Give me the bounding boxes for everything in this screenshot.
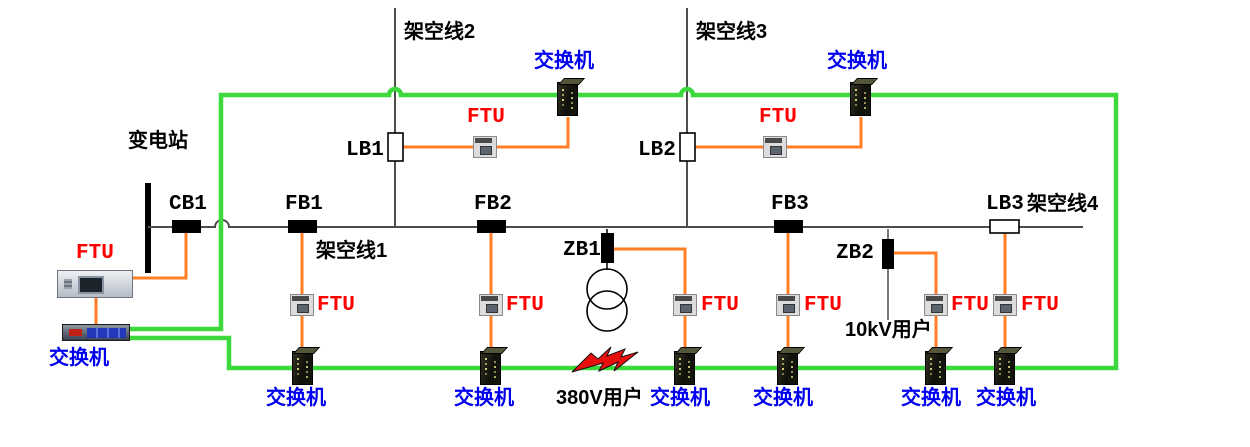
ftu-device-zb1 (673, 294, 697, 316)
label-switch-lb2: 交换机 (827, 50, 887, 72)
label-overhead-line-1: 架空线1 (316, 240, 388, 262)
breaker-fb2 (477, 220, 506, 233)
label-lb1: LB1 (346, 139, 384, 162)
switch-device-lb2 (850, 82, 871, 116)
label-substation: 变电站 (128, 130, 188, 152)
link-lb1-ftu-switch (403, 117, 570, 149)
breaker-cb1 (172, 220, 201, 233)
switch-device-fb2 (480, 351, 501, 385)
label-ftu-zb2: FTU (951, 294, 989, 317)
ftu-device-fb1 (290, 294, 314, 316)
label-ftu-lb2: FTU (759, 106, 797, 129)
breaker-fb3 (774, 220, 803, 233)
label-380v-user: 380V用户 (556, 387, 643, 409)
label-ftu-zb1: FTU (701, 294, 739, 317)
link-cb1-ftu (133, 233, 188, 280)
label-overhead-line-2: 架空线2 (404, 21, 476, 43)
label-switch-zb2: 交换机 (901, 387, 961, 409)
label-lb2: LB2 (638, 139, 676, 162)
control-links (94, 117, 1007, 347)
label-switch-fb3: 交换机 (753, 387, 813, 409)
label-switch-lb3: 交换机 (976, 387, 1036, 409)
transformer-coil-bottom (586, 290, 628, 332)
label-fb3: FB3 (771, 193, 809, 216)
label-overhead-line-3: 架空线3 (696, 21, 768, 43)
fiber-optic-ring (130, 86, 1119, 371)
label-ftu-substation: FTU (76, 242, 114, 265)
label-ftu-lb1: FTU (467, 106, 505, 129)
switch-device-zb1 (674, 351, 695, 385)
breaker-zb2 (882, 239, 894, 269)
breaker-zb1 (601, 233, 614, 263)
switch-device-zb2 (925, 351, 946, 385)
breaker-fb1 (288, 220, 317, 233)
label-ftu-fb1: FTU (317, 294, 355, 317)
label-fb1: FB1 (285, 193, 323, 216)
ftu-device-lb2 (763, 136, 787, 158)
ftu-device-lb3 (993, 294, 1017, 316)
ftu-device-substation (57, 270, 133, 298)
load-switch-lb1 (387, 132, 404, 162)
switch-device-fb1 (292, 351, 313, 385)
label-10kv-user: 10kV用户 (845, 319, 932, 341)
label-fb2: FB2 (474, 193, 512, 216)
label-lb3: LB3 (986, 193, 1024, 216)
lightning-fault-icon (571, 346, 639, 373)
ftu-device-lb1 (473, 136, 497, 158)
ftu-device-fb2 (479, 294, 503, 316)
label-ftu-fb2: FTU (506, 294, 544, 317)
switch-device-lb1 (557, 82, 578, 116)
label-overhead-line-4: 架空线4 (1027, 193, 1099, 215)
link-lb2-ftu-switch (695, 117, 863, 149)
load-switch-lb3 (989, 219, 1020, 234)
label-zb1: ZB1 (563, 239, 601, 262)
label-switch-fb1: 交换机 (266, 387, 326, 409)
label-cb1: CB1 (169, 193, 207, 216)
label-switch-lb1: 交换机 (534, 50, 594, 72)
label-switch-zb1: 交换机 (650, 387, 710, 409)
ftu-device-fb3 (776, 294, 800, 316)
ftu-device-zb2 (924, 294, 948, 316)
label-switch-substation: 交换机 (49, 347, 109, 369)
label-zb2: ZB2 (836, 242, 874, 265)
switch-device-fb3 (777, 351, 798, 385)
label-ftu-lb3: FTU (1021, 294, 1059, 317)
transformer-coil-top (586, 268, 628, 310)
label-switch-fb2: 交换机 (454, 387, 514, 409)
switch-device-substation (62, 324, 130, 341)
label-ftu-fb3: FTU (804, 294, 842, 317)
load-switch-lb2 (679, 132, 696, 162)
switch-device-lb3 (994, 351, 1015, 385)
